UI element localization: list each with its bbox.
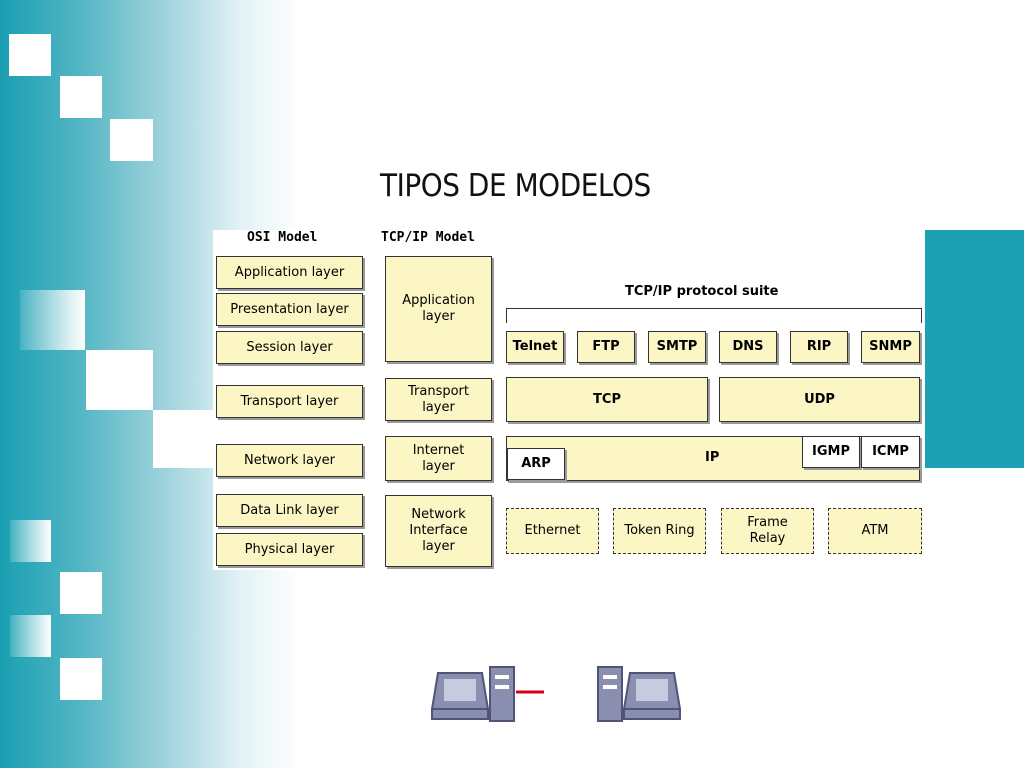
decor-square: [10, 615, 51, 657]
protocol-smtp: SMTP: [648, 331, 706, 363]
network-models-diagram: OSI Model TCP/IP Model Application layer…: [213, 230, 925, 570]
protocol-ip-label: IP: [705, 450, 720, 465]
tcpip-layer-network-interface: Network Interface layer: [385, 495, 492, 567]
protocol-igmp: IGMP: [802, 436, 860, 468]
osi-layer-transport: Transport layer: [216, 385, 363, 418]
interface-ethernet: Ethernet: [506, 508, 599, 554]
page-title: TIPOS DE MODELOS: [380, 168, 651, 204]
protocol-telnet: Telnet: [506, 331, 564, 363]
suite-bracket: [506, 308, 922, 323]
interface-token-ring: Token Ring: [613, 508, 706, 554]
protocol-tcp: TCP: [506, 377, 708, 422]
computers-illustration: [430, 666, 682, 722]
interface-atm: ATM: [828, 508, 922, 554]
tcpip-layer-internet: Internet layer: [385, 436, 492, 481]
osi-heading: OSI Model: [247, 230, 318, 245]
suite-label: TCP/IP protocol suite: [625, 284, 779, 299]
tcpip-layer-transport: Transport layer: [385, 378, 492, 421]
osi-layer-data-link: Data Link layer: [216, 494, 363, 527]
accent-band: [925, 230, 1024, 468]
interface-frame-relay: Frame Relay: [721, 508, 814, 554]
protocol-icmp: ICMP: [861, 436, 920, 468]
protocol-rip: RIP: [790, 331, 848, 363]
decor-square: [153, 410, 213, 468]
decor-square: [10, 520, 51, 562]
decor-square: [110, 119, 153, 161]
decor-square: [60, 76, 102, 118]
protocol-snmp: SNMP: [861, 331, 920, 363]
protocol-arp: ARP: [507, 448, 565, 480]
decor-square: [9, 34, 51, 76]
protocol-ftp: FTP: [577, 331, 635, 363]
osi-layer-application: Application layer: [216, 256, 363, 289]
decor-square: [86, 350, 153, 410]
decor-square: [20, 290, 85, 350]
computer-right-icon: [597, 666, 682, 722]
protocol-dns: DNS: [719, 331, 777, 363]
tcpip-heading: TCP/IP Model: [381, 230, 475, 245]
osi-layer-presentation: Presentation layer: [216, 293, 363, 326]
osi-layer-network: Network layer: [216, 444, 363, 477]
osi-layer-physical: Physical layer: [216, 533, 363, 566]
computer-left-icon: [430, 666, 515, 722]
tcpip-layer-application: Application layer: [385, 256, 492, 362]
protocol-udp: UDP: [719, 377, 920, 422]
decor-square: [60, 658, 102, 700]
osi-layer-session: Session layer: [216, 331, 363, 364]
decor-square: [60, 572, 102, 614]
